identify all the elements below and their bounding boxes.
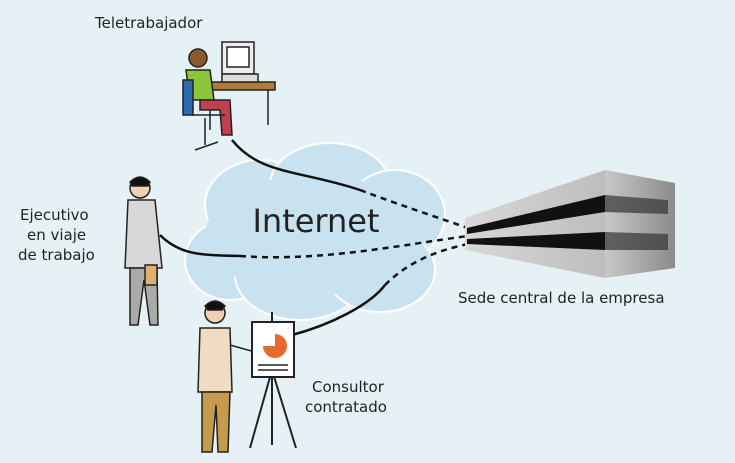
executive-figure-icon <box>124 176 163 326</box>
presentation-easel-icon <box>249 312 297 449</box>
teleworker-label: Teletrabajador <box>94 14 203 32</box>
consultant-label-line2: contratado <box>305 398 387 416</box>
executive-label-line2: en viaje <box>27 226 86 244</box>
teleworker-figure-icon <box>182 41 276 151</box>
teleworker-link <box>231 139 361 192</box>
consultant-label-line1: Consultor <box>312 378 385 396</box>
internet-label: Internet <box>252 202 379 240</box>
headquarters-label: Sede central de la empresa <box>458 289 665 307</box>
headquarters-building-icon <box>465 170 675 278</box>
consultant-link <box>291 284 386 337</box>
executive-link <box>159 234 241 258</box>
internet-cloud <box>184 142 446 321</box>
executive-label-line3: de trabajo <box>18 246 95 264</box>
connection-lines <box>159 139 469 337</box>
executive-label-line1: Ejecutivo <box>20 206 89 224</box>
consultant-figure-icon <box>197 300 256 453</box>
